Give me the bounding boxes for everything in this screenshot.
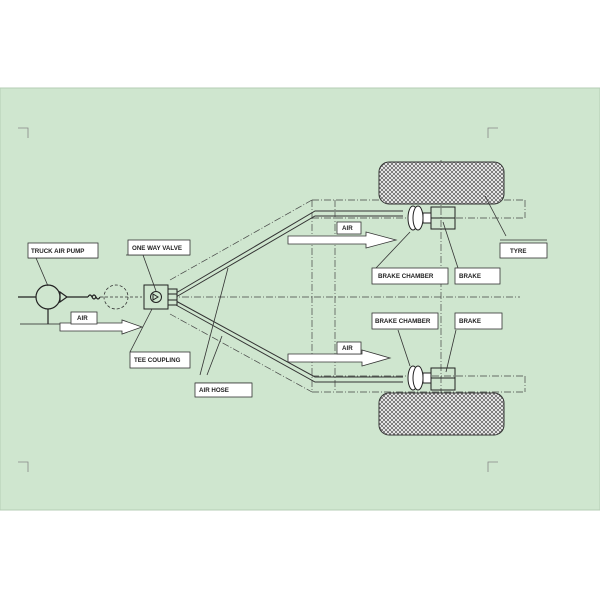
label-text: BRAKE — [459, 273, 481, 280]
label-text: ONE WAY VALVE — [132, 245, 182, 252]
label-brake-top: BRAKE — [454, 267, 501, 285]
label-text: AIR HOSE — [199, 387, 229, 394]
air-arrows — [59, 231, 398, 367]
label-text: BRAKE — [459, 318, 481, 325]
label-text: AIR — [342, 345, 353, 352]
air-arrow-top — [287, 231, 398, 249]
tyre-bottom — [378, 392, 505, 436]
label-air-bottom: AIR — [336, 341, 362, 355]
label-brake-chamber-top: BRAKE CHAMBER — [371, 267, 449, 285]
corner-marks — [18, 127, 498, 472]
label-one-way-valve: ONE WAY VALVE — [127, 239, 191, 256]
label-air-top: AIR — [336, 221, 362, 235]
label-tyre: TYRE — [499, 242, 548, 259]
label-air-hose: AIR HOSE — [194, 382, 253, 398]
label-text: BRAKE CHAMBER — [378, 273, 434, 280]
label-truck-air-pump: TRUCK AIR PUMP — [27, 242, 99, 259]
brake-chamber-top — [407, 205, 456, 231]
brake-chamber-bottom — [407, 365, 456, 391]
label-text: TEE COUPLING — [134, 357, 181, 364]
label-text: TRUCK AIR PUMP — [31, 248, 84, 255]
label-brake-bottom: BRAKE — [454, 312, 503, 330]
label-text: AIR — [77, 315, 88, 322]
tyre-top — [378, 161, 505, 205]
label-brake-chamber-bottom: BRAKE CHAMBER — [371, 312, 439, 330]
air-hose-lines — [175, 210, 403, 383]
label-text: BRAKE CHAMBER — [375, 318, 431, 325]
label-air-left: AIR — [70, 311, 98, 325]
one-way-valve-symbol — [143, 284, 178, 310]
label-tee-coupling: TEE COUPLING — [129, 351, 191, 369]
label-text: AIR — [342, 225, 353, 232]
label-text: TYRE — [510, 248, 527, 255]
drawing-panel — [0, 87, 600, 511]
air-arrow-bottom — [287, 349, 392, 367]
air-pump-symbol — [18, 284, 101, 325]
